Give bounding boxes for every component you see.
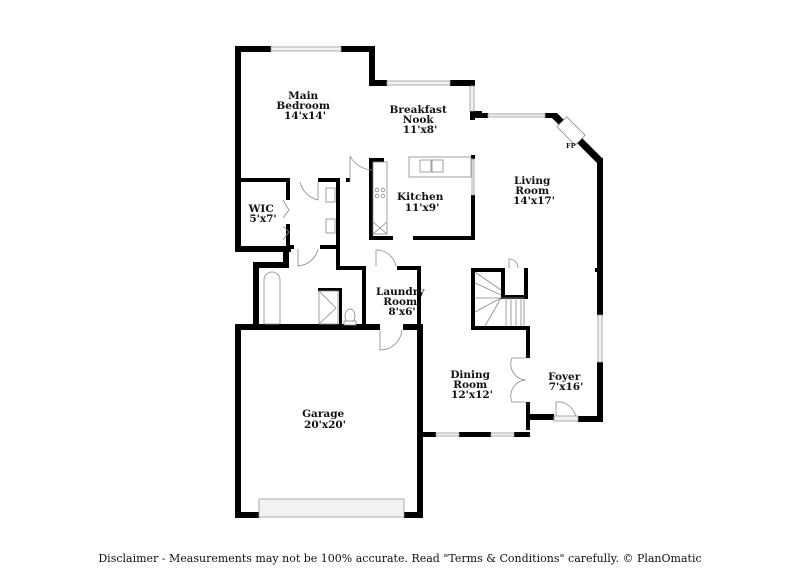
nook-side-window — [469, 85, 475, 112]
dining-window-2 — [490, 432, 515, 437]
garage-door — [258, 498, 405, 518]
disclaimer-text: Disclaimer - Measurements may not be 100… — [98, 552, 702, 565]
fireplace-label: FP — [566, 142, 576, 150]
windows — [258, 46, 603, 518]
bathtub — [263, 271, 281, 325]
laundry-top-door — [375, 249, 397, 267]
room-labels: Main Bedroom 14'x14' Breakfast Nook 11'x… — [248, 90, 584, 431]
shower — [318, 290, 339, 325]
sink-1 — [325, 187, 336, 203]
dining-window-1 — [435, 432, 460, 437]
living-window — [487, 113, 546, 118]
room-foyer: Foyer 7'x16' — [548, 371, 584, 393]
closet-door — [508, 258, 519, 269]
nook-window — [386, 80, 451, 86]
doors — [282, 155, 579, 422]
stairs — [474, 271, 525, 327]
wic-bifold-doors — [282, 199, 290, 241]
laundry-garage-door — [379, 329, 403, 351]
bath-door — [299, 181, 319, 201]
room-living-room: Living Room 14'x17' — [513, 175, 555, 207]
kitchen-counter — [372, 161, 388, 235]
dining-french-doors — [510, 357, 527, 403]
room-garage: Garage 20'x20' — [302, 408, 348, 431]
sink-2 — [325, 218, 336, 234]
kitchen-pass-window — [471, 158, 475, 196]
bedroom-door — [349, 155, 373, 182]
room-kitchen: Kitchen 11'x9' — [397, 191, 447, 214]
fixtures: FP — [263, 116, 586, 326]
foyer-side-window — [597, 314, 603, 363]
bedroom-window — [270, 46, 342, 52]
room-dining-room: Dining Room 12'x12' — [450, 369, 493, 401]
room-main-bedroom: Main Bedroom 14'x14' — [276, 90, 333, 122]
fireplace — [556, 116, 586, 146]
room-breakfast-nook: Breakfast Nook 11'x8' — [390, 104, 451, 136]
room-wic: WIC 5'x7' — [248, 203, 278, 225]
room-laundry-room: Laundry Room 8'x6' — [376, 286, 428, 318]
bath-lower-door — [297, 248, 319, 267]
